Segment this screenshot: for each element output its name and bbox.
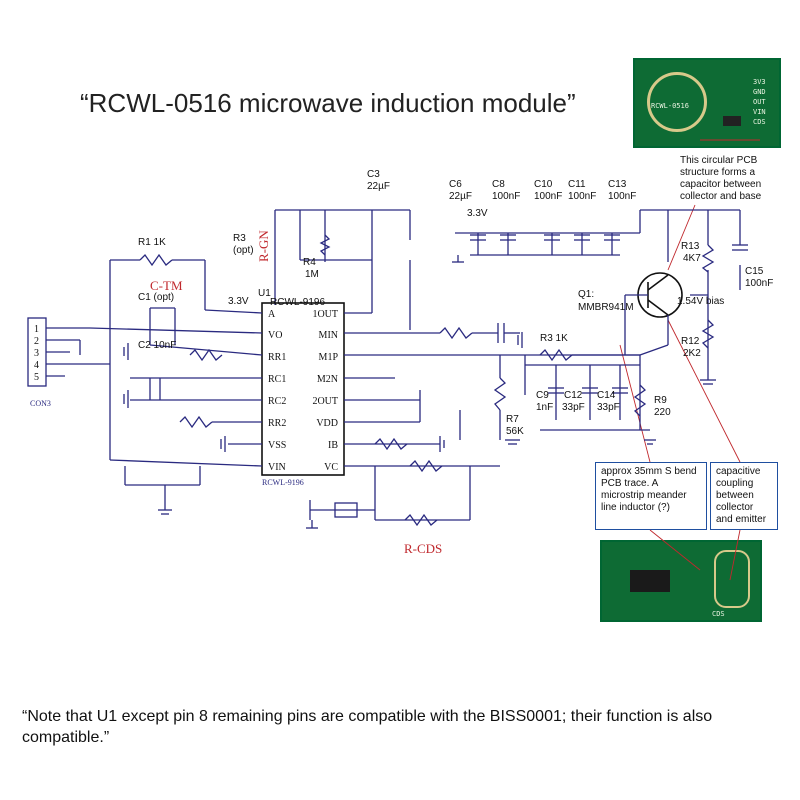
board-pin-vin: VIN (753, 108, 766, 116)
page-title: “RCWL-0516 microwave induction module” (80, 88, 576, 118)
u1-pin-left-5: RC2 (268, 396, 286, 407)
c11-value: 100nF (568, 191, 596, 202)
u1-pin-right-5: 2OUT (312, 396, 338, 407)
r3-name: R3 (233, 233, 246, 244)
conn-pin-2: 2 (34, 336, 39, 347)
board-label: RCWL-0516 (651, 102, 689, 110)
r9-value: 220 (654, 407, 671, 418)
u1-pin-right-4: M2N (317, 374, 338, 385)
r13-name: R13 (681, 241, 700, 252)
r1-label: R1 1K (138, 237, 166, 248)
c8-value: 100nF (492, 191, 520, 202)
c6-name: C6 (449, 179, 462, 190)
callout-leaders (619, 139, 760, 581)
board-cds-label: CDS (712, 610, 725, 618)
c8-name: C8 (492, 179, 505, 190)
r13-value: 4K7 (683, 253, 701, 264)
c13-name: C13 (608, 179, 627, 190)
c12-name: C12 (564, 390, 583, 401)
callout-capacitive-coupling: capacitive coupling between collector an… (710, 462, 778, 530)
u1-pin-labels: A VO RR1 RC1 RC2 RR2 VSS VIN 1OUT MIN M1… (268, 309, 338, 473)
conn-pin-5: 5 (34, 372, 39, 383)
ground-symbols (123, 255, 716, 529)
q1-name: Q1: (578, 289, 594, 300)
c-tm-label: C-TM (150, 278, 183, 293)
conn-pin-4: 4 (34, 360, 39, 371)
u1-bottom-label: RCWL-9196 (262, 478, 304, 487)
u1-pin-left-8: VIN (268, 462, 286, 473)
r7-name: R7 (506, 414, 519, 425)
pcb-top-photo: RCWL-0516 3V3 GND OUT VIN CDS (633, 58, 781, 148)
ic-chip-icon (630, 570, 670, 592)
board-pin-gnd: GND (753, 88, 766, 96)
conn-label: CON3 (30, 399, 51, 408)
u1-pin-left-2: VO (268, 330, 282, 341)
r7-value: 56K (506, 426, 524, 437)
chip-icon (723, 116, 741, 126)
rail-3v3-label: 3.3V (467, 208, 488, 219)
u1-pin-right-2: MIN (319, 330, 338, 341)
c10-value: 100nF (534, 191, 562, 202)
footnote: “Note that U1 except pin 8 remaining pin… (22, 708, 713, 746)
conn-pin-3: 3 (34, 348, 39, 359)
r3-value: (opt) (233, 245, 254, 256)
u1-pin-right-1: 1OUT (312, 309, 338, 320)
u1-pin-left-4: RC1 (268, 374, 286, 385)
c2-label: C2 10nF (138, 340, 176, 351)
c9-value: 1nF (536, 402, 553, 413)
board-pin-3v3: 3V3 (753, 78, 766, 86)
u1-pin-right-7: IB (328, 440, 338, 451)
u1-pin-right-3: M1P (319, 352, 339, 363)
c3-name: C3 (367, 169, 380, 180)
u1-pin-left-3: RR1 (268, 352, 286, 363)
u1-body (261, 302, 345, 476)
r4-name: R4 (303, 257, 316, 268)
u1-rail-label: 3.3V (228, 296, 249, 307)
u1-ref: U1 (258, 288, 271, 299)
q1-value: MMBR941M (578, 302, 634, 313)
c1-label: C1 (opt) (138, 292, 174, 303)
u1-pin-left-1: A (268, 309, 276, 320)
c11-name: C11 (568, 179, 586, 190)
component-labels: C3 22µF C6 22µF C8 100nF C10 100nF C11 1… (138, 169, 773, 556)
c14-value: 33pF (597, 402, 620, 413)
wiring (27, 209, 748, 529)
u1-pin-left-7: VSS (268, 440, 286, 451)
c15-name: C15 (745, 266, 764, 277)
r12-value: 2K2 (683, 348, 701, 359)
board-pin-out: OUT (753, 98, 766, 106)
u1-pin-right-8: VC (324, 462, 338, 473)
callout-pcb-capacitor: This circular PCB structure forms a capa… (680, 155, 764, 207)
board-pin-cds: CDS (753, 118, 766, 126)
c12-value: 33pF (562, 402, 585, 413)
c13-value: 100nF (608, 191, 636, 202)
bias-label: 1.54V bias (677, 296, 724, 307)
connector-pins: 1 2 3 4 5 CON3 (30, 324, 51, 408)
r9-name: R9 (654, 395, 667, 406)
u1-pin-right-6: VDD (316, 418, 338, 429)
c10-name: C10 (534, 179, 553, 190)
c14-name: C14 (597, 390, 616, 401)
u1-name: RCWL-9196 (270, 297, 325, 308)
conn-pin-1: 1 (34, 324, 39, 335)
c6-value: 22µF (449, 191, 472, 202)
callout-trace-inductor: approx 35mm S bend PCB trace. A microstr… (595, 462, 707, 530)
u1-pin-left-6: RR2 (268, 418, 286, 429)
c15-value: 100nF (745, 278, 773, 289)
r12-name: R12 (681, 336, 700, 347)
r4-value: 1M (305, 269, 319, 280)
c9-name: C9 (536, 390, 549, 401)
c3-value: 22µF (367, 181, 390, 192)
r-gn-label: R-GN (256, 230, 271, 262)
circular-pcb-pad (647, 72, 707, 132)
r-cds-label: R-CDS (404, 541, 442, 556)
meander-trace (714, 550, 750, 608)
r3b-label: R3 1K (540, 333, 568, 344)
